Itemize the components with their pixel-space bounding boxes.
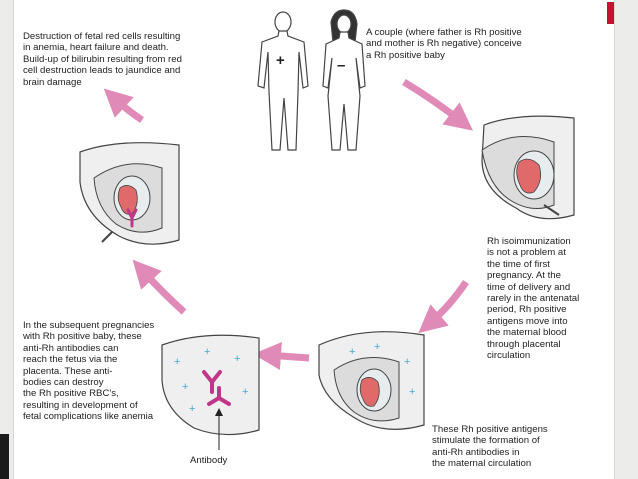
cycle-illustration: ++++ ++++++: [79, 9, 575, 450]
uterus-subsequent-pregnancy: ++++++: [161, 334, 260, 450]
father-sign: +: [276, 52, 285, 69]
svg-text:+: +: [204, 346, 210, 358]
uterus-fetal-destruction: [79, 142, 180, 245]
svg-text:+: +: [374, 341, 380, 353]
svg-text:+: +: [409, 386, 415, 398]
arrow-antibody-to-subsequent: [253, 342, 310, 370]
mother-figure: [322, 9, 366, 151]
arrow-couple-to-delivery: [402, 78, 474, 131]
slide-edge-mark: [0, 434, 9, 479]
svg-text:+: +: [182, 381, 188, 393]
diagram-slide: ++++ ++++++ + – A couple (wh: [13, 0, 615, 479]
stage-fetal-destruction-text: Destruction of fetal red cells resulting…: [23, 31, 182, 88]
svg-text:+: +: [404, 356, 410, 368]
father-figure: [257, 11, 309, 151]
svg-text:+: +: [349, 346, 355, 358]
svg-text:+: +: [242, 386, 248, 398]
uterus-delivery: [481, 115, 575, 220]
stage-antibody-formation-text: These Rh positive antigens stimulate the…: [432, 424, 548, 470]
svg-text:+: +: [189, 403, 195, 415]
arrow-destruction-to-start: [103, 88, 144, 123]
arrow-delivery-to-antibody: [418, 280, 469, 334]
arrow-subsequent-to-destruction: [132, 259, 187, 315]
mother-sign: –: [337, 57, 346, 74]
antibody-label: Antibody: [190, 455, 228, 466]
stage-conception-text: A couple (where father is Rh positive an…: [366, 27, 522, 61]
svg-text:+: +: [234, 353, 240, 365]
antibody-icon: [202, 370, 231, 406]
svg-text:+: +: [174, 356, 180, 368]
slide-accent-tab: [607, 2, 614, 24]
stage-delivery-text: Rh isoimmunization is not a problem at t…: [487, 236, 580, 362]
uterus-antibody-formation: + + + +: [318, 331, 425, 430]
stage-subsequent-pregnancy-text: In the subsequent pregnancies with Rh po…: [23, 320, 155, 423]
